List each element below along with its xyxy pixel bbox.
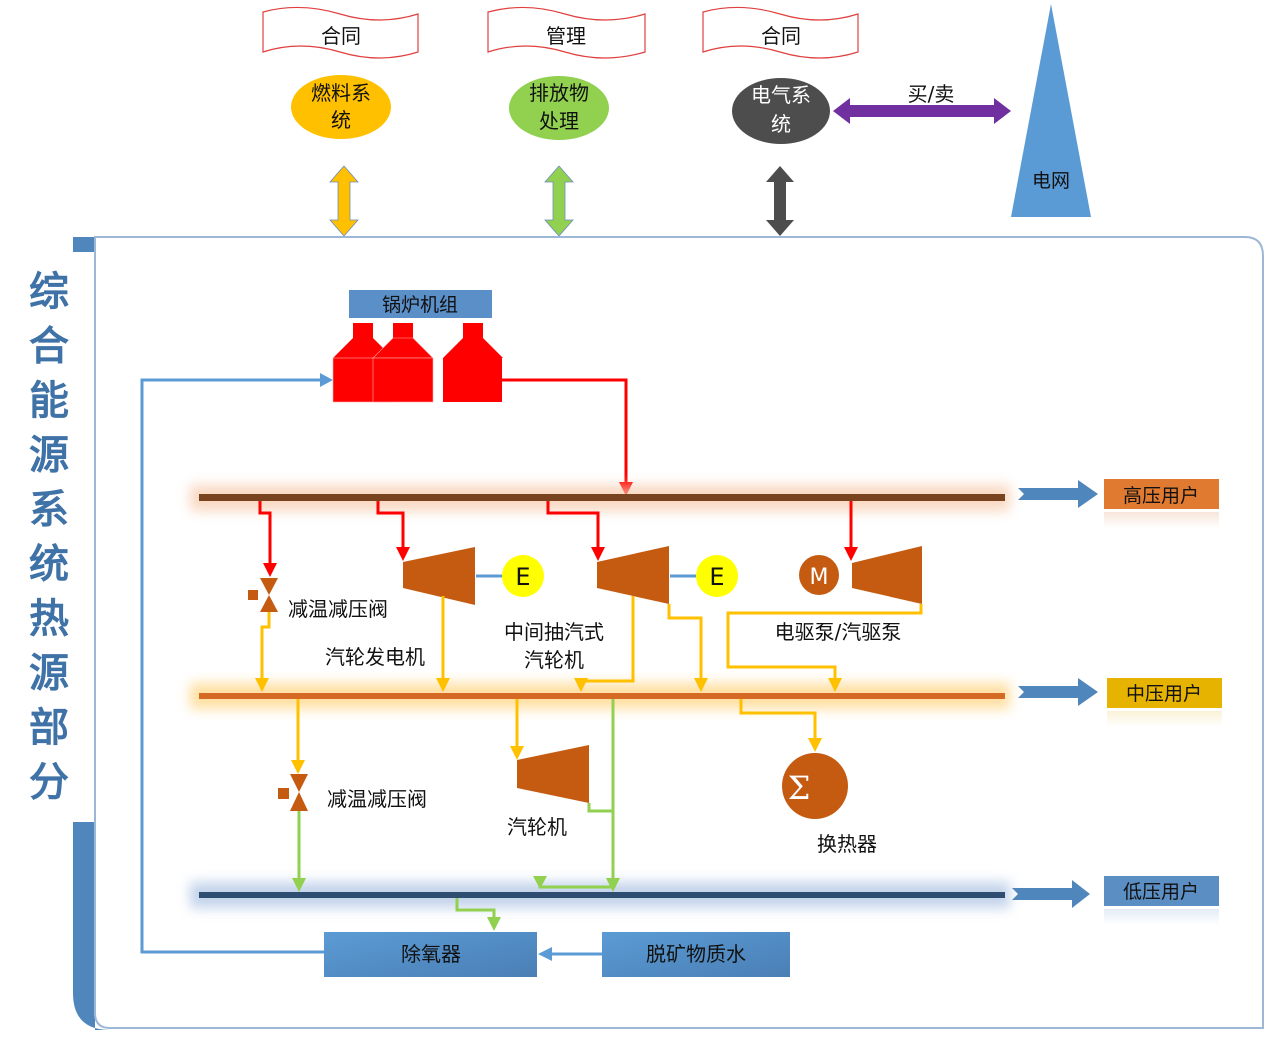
lp-arrowheads [292,876,620,931]
trade-label: 买/卖 [908,82,955,106]
electric-double-arrow [766,166,794,236]
demin-water-box[interactable]: 脱矿物质水 [602,932,790,977]
medium-pressure-header [190,683,1010,709]
high-user-label: 高压用户 [1123,485,1199,507]
feedwater-arrowhead [320,373,333,387]
prv-medium-label: 减温减压阀 [327,787,427,811]
grid-label: 电网 [1032,170,1070,192]
generator-2[interactable]: E [696,555,738,597]
prv-high-label: 减温减压阀 [288,597,388,621]
high-pressure-user[interactable]: 高压用户 [1104,479,1219,528]
banner-contract-fuel: 合同 [262,6,419,59]
generator-symbol: E [515,563,530,591]
electric-system-node[interactable]: 电气系 统 [732,78,830,144]
demin-arrowhead [538,947,552,961]
electric-label-2: 统 [771,112,791,136]
frame-border [94,236,1264,1029]
title-char: 能 [29,377,69,424]
generator-1[interactable]: E [502,555,544,597]
fuel-system-label-2: 统 [331,108,351,132]
turbine-generator[interactable] [403,547,475,605]
medium-pressure-user[interactable]: 中压用户 [1107,678,1222,727]
banner-management: 管理 [487,6,646,59]
emission-treatment-node[interactable]: 排放物 处理 [509,76,609,140]
boiler-title-box: 锅炉机组 [349,290,492,318]
boiler-unit-2[interactable] [372,323,434,403]
banner-label: 合同 [321,24,361,48]
hp-steam-branches [258,501,853,565]
medium-user-arrow [1018,678,1098,706]
electric-label-1: 电气系 [751,83,811,107]
generator-symbol: E [709,563,724,591]
medium-user-label: 中压用户 [1126,683,1202,705]
low-user-label: 低压用户 [1123,881,1199,903]
demin-water-label: 脱矿物质水 [646,942,746,966]
pump-turbine[interactable] [852,546,922,604]
steam-turbine-low[interactable] [517,745,589,803]
motor-symbol: M [810,565,829,590]
banner-label: 管理 [546,24,586,48]
feedwater-return-line [140,378,324,954]
banner-label: 合同 [761,24,801,48]
deaerator-box[interactable]: 除氧器 [324,932,537,977]
turbine-label: 汽轮机 [507,815,567,839]
low-user-arrow [1012,880,1090,908]
prv-valve-medium[interactable] [278,774,308,811]
high-user-arrow [1018,480,1098,508]
deaerator-label: 除氧器 [401,942,461,966]
emission-double-arrow [544,165,574,237]
trade-double-arrow [833,98,1011,124]
title-char: 统 [29,541,69,588]
heat-exchanger[interactable]: Σ [782,753,848,819]
boiler-steam-line [502,378,628,484]
title-char: 分 [29,759,69,806]
emission-label-1: 排放物 [529,81,589,105]
hp-branch-arrowheads [263,547,858,577]
title-char: 部 [29,704,69,751]
heat-exchanger-label: 换热器 [817,832,877,856]
low-pressure-user[interactable]: 低压用户 [1104,876,1219,925]
mp-arrowheads [255,678,842,774]
fuel-system-node[interactable]: 燃料系 统 [291,75,391,139]
title-char: 系 [29,486,69,533]
prv-valve-high[interactable] [248,578,278,612]
sigma-symbol: Σ [788,769,811,807]
high-pressure-header [190,485,1010,511]
title-char: 综 [29,268,69,315]
emission-label-2: 处理 [539,109,579,133]
title-char: 源 [29,650,69,697]
extraction-turbine[interactable] [597,546,669,604]
extraction-label-2: 汽轮机 [524,648,584,672]
boiler-label: 锅炉机组 [382,294,458,316]
extraction-label-1: 中间抽汽式 [504,620,604,644]
title-char: 合 [29,323,69,370]
fuel-system-label-1: 燃料系 [311,81,371,105]
motor[interactable]: M [799,555,839,595]
mp-steam-flows [260,596,923,772]
power-grid-node[interactable]: 电网 [1011,4,1091,217]
title-char: 源 [29,432,69,479]
frame-left-notch [73,252,95,822]
banner-contract-electric: 合同 [702,6,859,59]
boiler-unit-3[interactable] [443,323,503,402]
fuel-double-arrow [329,165,359,237]
turbine-generator-label: 汽轮发电机 [325,645,425,669]
title-char: 热 [29,595,69,642]
pump-label: 电驱泵/汽驱泵 [775,620,902,644]
system-frame [73,236,1264,1030]
